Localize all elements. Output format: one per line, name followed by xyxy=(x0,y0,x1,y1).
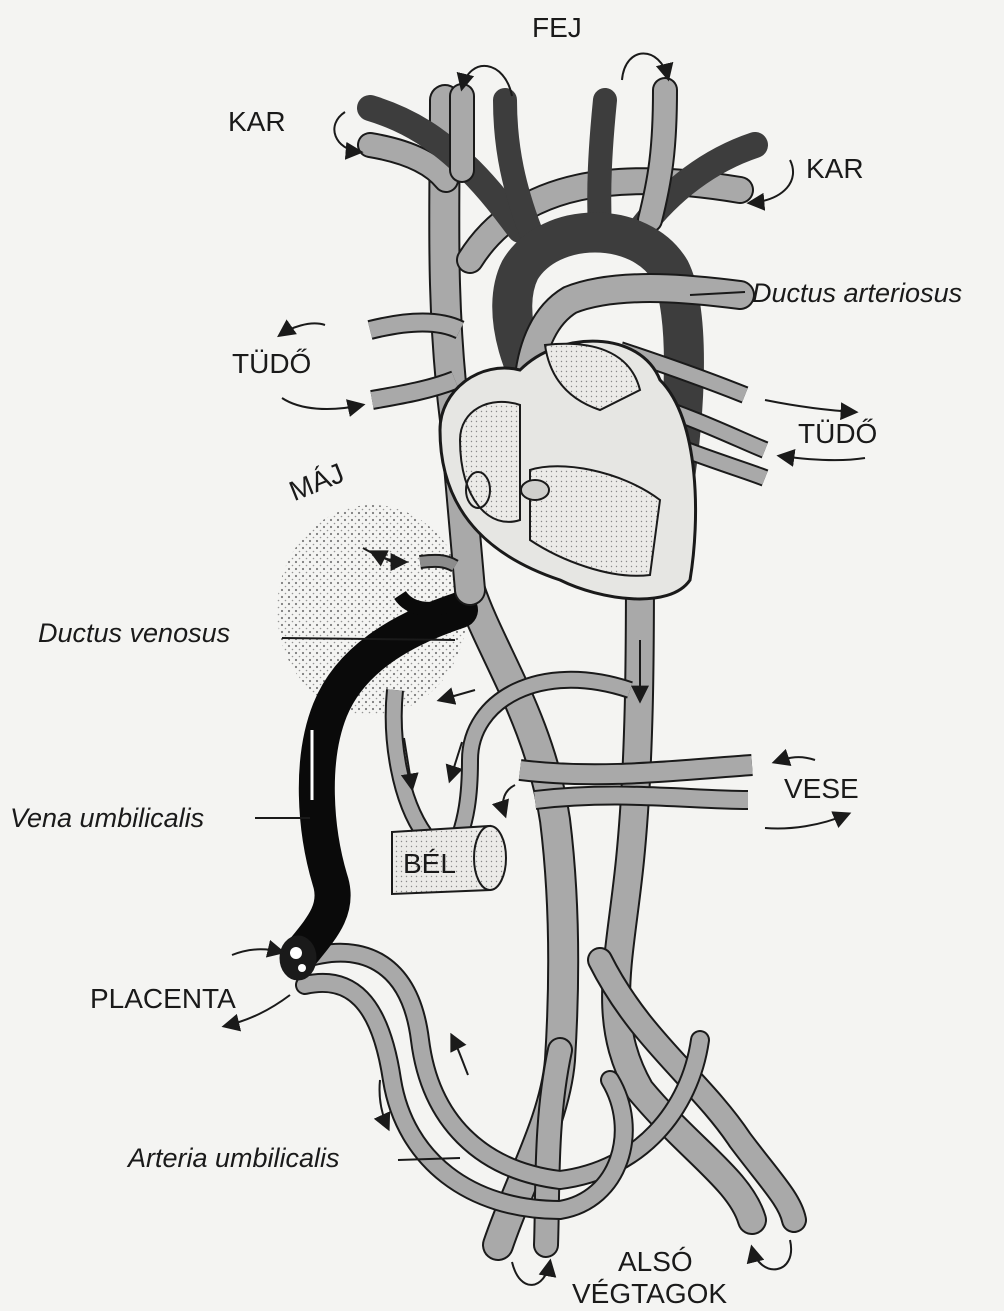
label-vese: VESE xyxy=(784,775,859,803)
label-also: ALSÓ xyxy=(618,1248,693,1276)
label-placenta: PLACENTA xyxy=(90,985,236,1013)
label-tudo-right: TÜDŐ xyxy=(798,420,877,448)
label-vegtagok: VÉGTAGOK xyxy=(572,1280,727,1308)
mesenteric-vessels xyxy=(394,680,630,835)
label-fej: FEJ xyxy=(532,14,582,42)
renal-vessels xyxy=(520,765,752,800)
label-arteria-umbilicalis: Arteria umbilicalis xyxy=(128,1145,340,1172)
label-bel: BÉL xyxy=(403,850,456,878)
label-kar-left: KAR xyxy=(228,108,286,136)
label-vena-umbilicalis: Vena umbilicalis xyxy=(10,805,204,832)
label-tudo-left: TÜDŐ xyxy=(232,350,311,378)
hepatic-branch xyxy=(420,561,455,566)
label-ductus-arteriosus: Ductus arteriosus xyxy=(752,280,962,307)
label-ductus-venosus: Ductus venosus xyxy=(38,620,230,647)
label-kar-right: KAR xyxy=(806,155,864,183)
